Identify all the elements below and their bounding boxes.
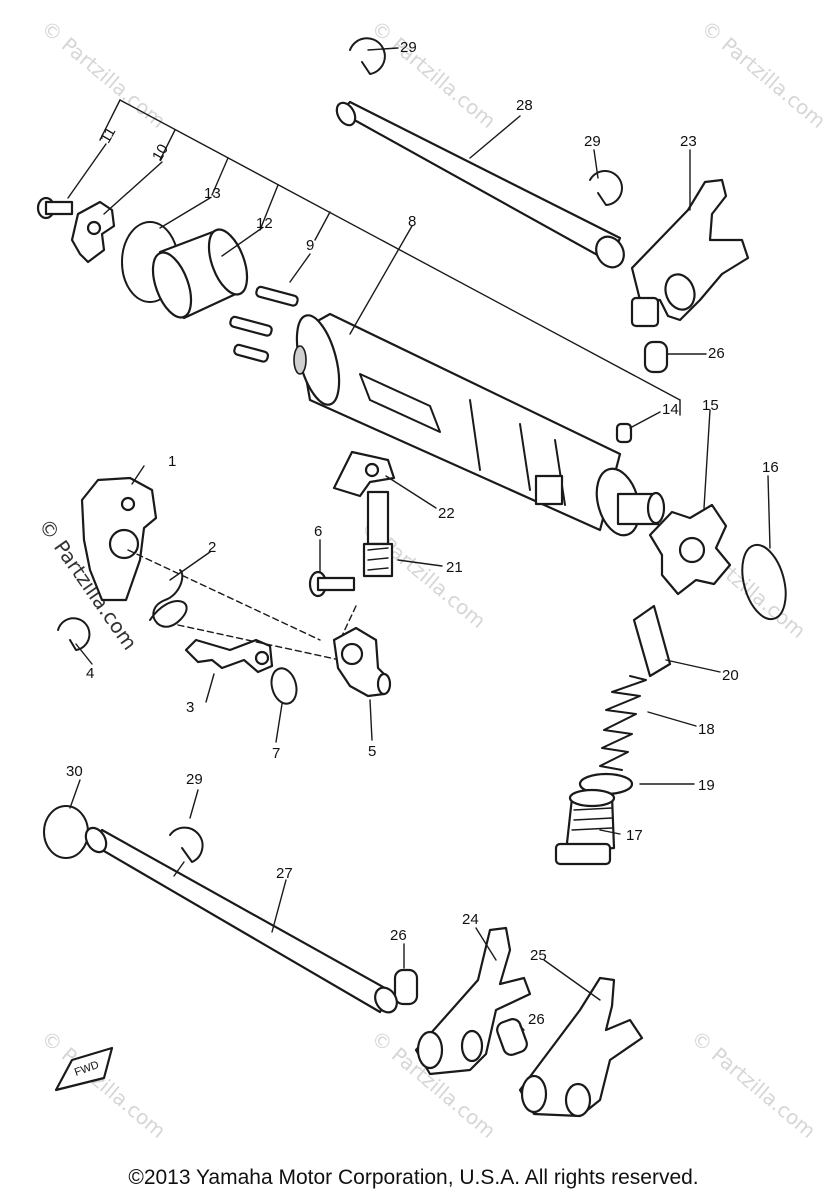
part-21-stopper-bolt	[362, 490, 394, 578]
callout-1: 1	[168, 453, 176, 470]
part-7-washer	[270, 667, 298, 705]
part-26-guide-pin-right	[496, 1018, 528, 1056]
part-3-shift-pawl	[184, 638, 274, 674]
callout-27: 27	[276, 865, 293, 882]
callout-30: 30	[66, 763, 83, 780]
watermark: © Partzilla.com	[367, 15, 501, 133]
callout-22: 22	[438, 505, 455, 522]
callout-2: 2	[208, 539, 216, 556]
callout-24: 24	[462, 911, 479, 928]
callout-26-right: 26	[528, 1011, 545, 1028]
callout-25: 25	[530, 947, 547, 964]
part-26-guide-pin-top	[643, 340, 669, 374]
callout-7: 7	[272, 745, 280, 762]
part-28-shift-fork-shaft	[335, 100, 625, 269]
callout-29-top: 29	[400, 39, 417, 56]
part-29-circlip-bottom	[169, 826, 204, 863]
part-23-shift-fork	[630, 178, 750, 328]
part-16-circlip	[741, 543, 787, 621]
callout-6: 6	[314, 523, 322, 540]
callout-28: 28	[516, 97, 533, 114]
callout-11: 11	[97, 124, 120, 146]
part-8-shift-cam-drum	[293, 312, 666, 537]
forward-arrow-badge: FWD	[54, 1046, 114, 1092]
assembly-line-dashed	[177, 624, 341, 661]
callout-19: 19	[698, 777, 715, 794]
assembly-line-tick	[211, 157, 229, 196]
part-26-guide-pin-lower	[393, 968, 419, 1006]
callout-12: 12	[256, 215, 273, 232]
watermark: © Partzilla.com	[687, 1025, 821, 1143]
part-20-plunger	[632, 604, 672, 678]
callout-3: 3	[186, 699, 194, 716]
assembly-line-dashed	[127, 549, 321, 641]
part-1-shift-lever	[80, 476, 158, 602]
exploded-parts-diagram: © Partzilla.com © Partzilla.com © Partzi…	[34, 15, 827, 1143]
callout-14: 14	[662, 401, 679, 418]
callout-26-top: 26	[708, 345, 725, 362]
part-11-bolt	[36, 196, 74, 220]
callout-5: 5	[368, 743, 376, 760]
assembly-line-tick	[159, 129, 176, 161]
watermark: © Partzilla.com	[697, 15, 827, 133]
callout-16: 16	[762, 459, 779, 476]
part-18-spring	[599, 675, 647, 771]
callout-23: 23	[680, 133, 697, 150]
callout-29-bottom: 29	[186, 771, 203, 788]
callout-4: 4	[86, 665, 94, 682]
part-2-return-spring	[149, 569, 188, 628]
part-10-segment-plate	[70, 200, 116, 264]
part-25-shift-fork	[518, 976, 644, 1118]
assembly-line	[119, 99, 681, 401]
assembly-line-tick	[314, 211, 331, 241]
watermark: © Partzilla.com	[37, 15, 171, 133]
leader-lines	[67, 47, 771, 1031]
part-6-bolt	[308, 570, 356, 598]
part-9-pins	[229, 285, 299, 363]
callout-20: 20	[722, 667, 739, 684]
callout-9: 9	[306, 237, 314, 254]
part-27-shift-fork-shaft	[84, 826, 398, 1014]
part-12-bearing	[151, 228, 249, 320]
callout-8: 8	[408, 213, 416, 230]
part-24-shift-fork	[414, 926, 532, 1076]
part-17-plug	[554, 788, 616, 866]
part-5-shift-arm	[332, 626, 392, 698]
callout-17: 17	[626, 827, 643, 844]
callout-26-lower: 26	[390, 927, 407, 944]
part-4-circlip	[57, 617, 91, 651]
part-29-circlip-mid	[589, 170, 623, 206]
callout-15: 15	[702, 397, 719, 414]
copyright-notice: ©2013 Yamaha Motor Corporation, U.S.A. A…	[128, 1166, 699, 1189]
assembly-line-tick	[99, 99, 121, 141]
callout-labels: 1 2 3 4 5 6 7 8 9 10 11 12 13 14 15 16 1…	[66, 39, 779, 1028]
part-30-washer	[43, 805, 89, 859]
callout-18: 18	[698, 721, 715, 738]
part-15-cam-star	[648, 503, 732, 596]
watermark: © Partzilla.com	[37, 1025, 171, 1143]
callout-29-mid: 29	[584, 133, 601, 150]
part-14-dowel	[615, 422, 633, 444]
callout-13: 13	[204, 185, 221, 202]
part-29-circlip-top	[349, 37, 386, 75]
callout-10: 10	[149, 141, 172, 164]
part-22-stopper-plate	[332, 450, 396, 498]
assembly-line-tick	[259, 184, 279, 231]
callout-21: 21	[446, 559, 463, 576]
